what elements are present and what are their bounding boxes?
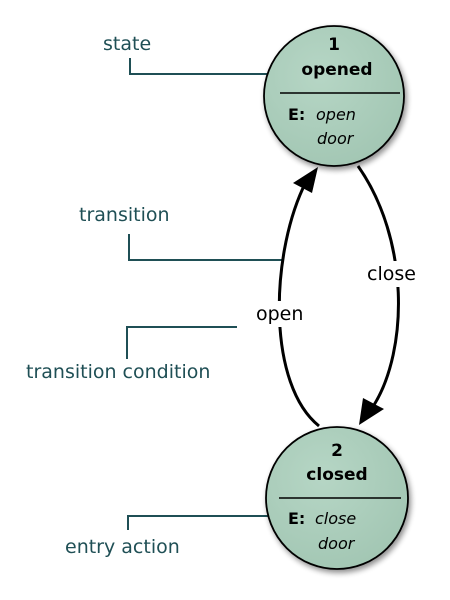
leader-line-transition [128,234,283,261]
leader-line-entry-action [127,515,268,530]
annotation-entry-action: entry action [65,536,180,558]
open-label-bg [252,301,310,327]
leader-line-transition-condition [126,326,237,359]
state-opened-entry-prefix: E: [288,105,305,124]
state-opened-circle [263,25,405,167]
state-opened-number: 1 [328,35,340,55]
state-closed-entry-action-line2: door [318,534,356,553]
close-label-bg [364,261,426,287]
state-closed-entry-prefix: E: [288,509,305,528]
arrow-head-open [293,167,318,193]
state-closed-number: 2 [331,441,343,461]
state-opened-name: opened [301,60,372,80]
annotation-transition: transition [79,204,170,226]
state-closed-entry-action-line1: close [315,509,356,528]
transition-label-close: close [367,263,416,285]
state-closed-name: closed [306,465,367,485]
state-opened: 1 opened E: open door [263,25,405,167]
transition-label-open: open [256,303,303,325]
annotation-transition-condition: transition condition [26,361,210,383]
state-opened-entry-action-line1: open [316,105,356,124]
leader-line-state [129,58,272,75]
arrow-head-close [359,398,384,425]
annotation-state: state [103,33,151,55]
state-closed: 2 closed E: close door [265,426,409,570]
transition-arrow-close [356,165,400,406]
state-opened-entry-action-line2: door [317,129,355,148]
